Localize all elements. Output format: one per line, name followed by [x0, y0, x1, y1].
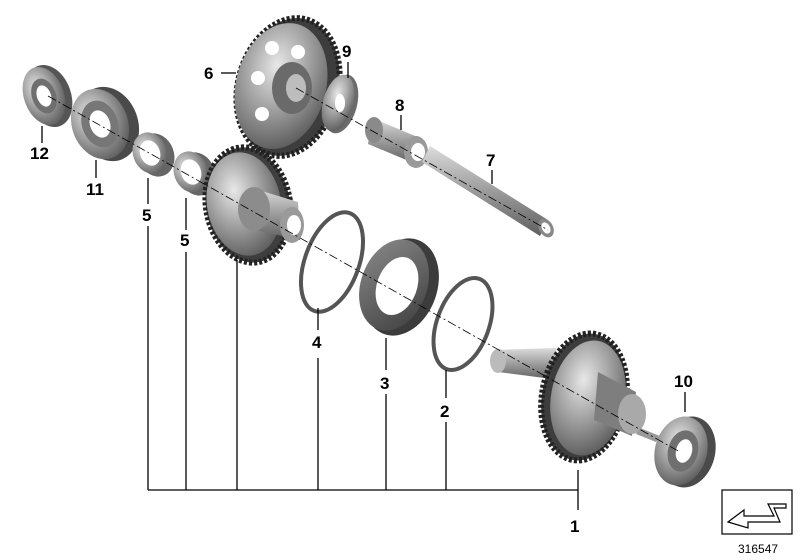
needle-bearing-5b-icon	[173, 151, 216, 196]
circlip-2-icon	[431, 276, 495, 372]
needle-bearing-5a-icon	[132, 132, 175, 177]
axis-line-upper	[295, 87, 549, 231]
callout-8: 8	[395, 96, 404, 115]
axis-line-lower	[47, 95, 681, 453]
differential-housing-icon	[490, 330, 660, 464]
callout-5a: 5	[142, 206, 151, 225]
callout-1: 1	[570, 517, 579, 536]
shaft-7-icon	[422, 146, 554, 238]
callout-5b: 5	[180, 231, 189, 250]
leader-lines	[41, 62, 686, 510]
callout-10: 10	[674, 372, 693, 391]
bearing-12-icon	[22, 65, 73, 127]
bearing-3-icon	[359, 238, 439, 336]
callout-11: 11	[86, 180, 104, 199]
washer-9-icon	[321, 74, 359, 134]
callout-6: 6	[204, 64, 213, 83]
bearing-10-icon	[654, 416, 716, 488]
circlip-4-icon	[299, 210, 365, 314]
callout-4: 4	[312, 333, 322, 352]
gear-hub-icon	[202, 144, 304, 266]
callout-12: 12	[30, 144, 49, 163]
gear-6-icon	[233, 15, 343, 159]
sleeve-8-icon	[365, 117, 428, 168]
callout-9: 9	[342, 42, 351, 61]
callout-2: 2	[440, 402, 449, 421]
orientation-arrow-box	[721, 489, 793, 535]
callout-7: 7	[486, 151, 495, 170]
image-reference-number: 316547	[738, 542, 778, 556]
callout-3: 3	[380, 374, 389, 393]
bearing-11-icon	[70, 86, 140, 162]
